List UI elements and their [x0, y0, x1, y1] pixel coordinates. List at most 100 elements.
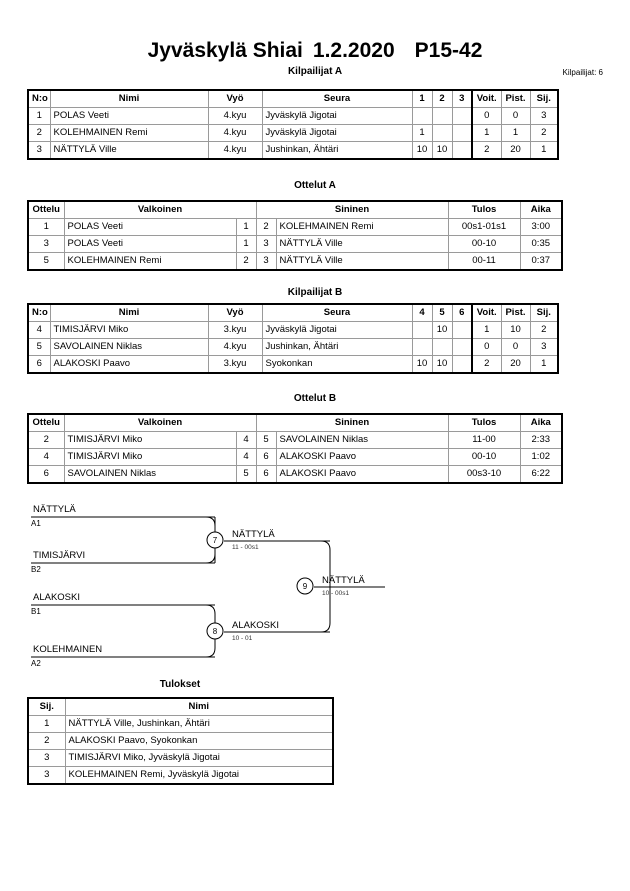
cell-blue-no: 6: [255, 465, 277, 484]
col-match: Ottelu: [27, 413, 65, 432]
col-rank: Sij.: [529, 303, 559, 322]
bracket-entrant-seed: A1: [31, 519, 41, 528]
cell-time: 0:37: [519, 252, 563, 271]
col-time: Aika: [519, 200, 563, 219]
pool-b-body: 4 TIMISJÄRVI Miko 3.kyu Jyväskylä Jigota…: [27, 321, 559, 374]
cell-score-3: [451, 141, 473, 160]
cell-score-3: [451, 107, 473, 125]
table-row: 6 SAVOLAINEN Niklas 5 6 ALAKOSKI Paavo 0…: [27, 465, 563, 484]
table-row: 5 KOLEHMAINEN Remi 2 3 NÄTTYLÄ Ville 00-…: [27, 252, 563, 271]
section-title-matches-a: Ottelut A: [294, 180, 336, 191]
col-no: N:o: [27, 303, 51, 322]
cell-name: KOLEHMAINEN Remi, Jyväskylä Jigotai: [64, 766, 334, 785]
cell-rank: 1: [529, 141, 559, 160]
cell-no: 4: [27, 321, 51, 339]
cell-score-5: 10: [431, 321, 453, 339]
cell-score-2: [431, 107, 453, 125]
col-white: Valkoinen: [63, 413, 257, 432]
table-row: 4 TIMISJÄRVI Miko 3.kyu Jyväskylä Jigota…: [27, 321, 559, 339]
cell-no: 5: [27, 338, 51, 356]
cell-time: 2:33: [519, 431, 563, 449]
col-rank: Sij.: [27, 697, 66, 716]
bracket-entrant-name: ALAKOSKI: [33, 592, 80, 603]
cell-score-3: [451, 124, 473, 142]
table-row: 3 TIMISJÄRVI Miko, Jyväskylä Jigotai: [27, 749, 334, 767]
cell-rank: 3: [27, 749, 66, 767]
table-row: 6 ALAKOSKI Paavo 3.kyu Syokonkan 10 10 2…: [27, 355, 559, 374]
cell-name: TIMISJÄRVI Miko, Jyväskylä Jigotai: [64, 749, 334, 767]
bracket-node-number: 9: [303, 582, 308, 591]
cell-points: 0: [500, 338, 531, 356]
cell-points: 20: [500, 355, 531, 374]
col-opp-4: 4: [411, 303, 433, 322]
cell-time: 0:35: [519, 235, 563, 253]
col-match: Ottelu: [27, 200, 65, 219]
entrant-count: Kilpailijat: 6: [562, 68, 603, 77]
table-row: 4 TIMISJÄRVI Miko 4 6 ALAKOSKI Paavo 00-…: [27, 448, 563, 466]
cell-time: 6:22: [519, 465, 563, 484]
cell-rank: 2: [529, 124, 559, 142]
col-points: Pist.: [500, 303, 531, 322]
col-white: Valkoinen: [63, 200, 257, 219]
col-club: Seura: [261, 89, 413, 108]
cell-wins: 0: [471, 107, 502, 125]
cell-white-no: 5: [235, 465, 257, 484]
event-date: 1.2.2020: [312, 39, 395, 62]
col-no: N:o: [27, 89, 51, 108]
bracket-node-circle: [206, 622, 224, 640]
col-opp-3: 3: [451, 89, 473, 108]
bracket-champion-name: NÄTTYLÄ: [322, 575, 365, 586]
col-points: Pist.: [500, 89, 531, 108]
cell-club: Jushinkan, Ähtäri: [261, 141, 413, 160]
pool-a-table: N:o Nimi Vyö Seura 1 2 3 Voit. Pist. Sij…: [27, 89, 559, 160]
cell-points: 20: [500, 141, 531, 160]
cell-no: 1: [27, 107, 51, 125]
cell-belt: 3.kyu: [207, 321, 263, 339]
bracket-entrant-seed: B1: [31, 607, 41, 616]
table-row: 2 TIMISJÄRVI Miko 4 5 SAVOLAINEN Niklas …: [27, 431, 563, 449]
cell-rank: 3: [529, 338, 559, 356]
cell-name: TIMISJÄRVI Miko: [49, 321, 209, 339]
section-title-results: Tulokset: [159, 679, 201, 690]
bracket-node-score: 11 - 00s1: [232, 544, 259, 551]
bracket-node-winner: NÄTTYLÄ: [232, 529, 275, 540]
cell-club: Jushinkan, Ähtäri: [261, 338, 413, 356]
cell-result: 00-10: [447, 448, 521, 466]
cell-match-no: 5: [27, 252, 65, 271]
cell-white-name: TIMISJÄRVI Miko: [63, 448, 237, 466]
col-rank: Sij.: [529, 89, 559, 108]
cell-rank: 2: [27, 732, 66, 750]
cell-belt: 3.kyu: [207, 355, 263, 374]
section-title-pool-a: Kilpailijat A: [287, 66, 343, 77]
cell-name: NÄTTYLÄ Ville: [49, 141, 209, 160]
cell-points: 0: [500, 107, 531, 125]
bracket-entrant-seed: A2: [31, 659, 41, 668]
matches-b-table: Ottelu Valkoinen Sininen Tulos Aika 2 TI…: [27, 413, 564, 484]
cell-rank: 3: [27, 766, 66, 785]
cell-name: POLAS Veeti: [49, 107, 209, 125]
cell-rank: 3: [529, 107, 559, 125]
bracket-node-score: 10 - 01: [232, 635, 253, 642]
cell-blue-no: 6: [255, 448, 277, 466]
pool-b-table: N:o Nimi Vyö Seura 4 5 6 Voit. Pist. Sij…: [27, 303, 559, 374]
cell-blue-name: NÄTTYLÄ Ville: [275, 235, 449, 253]
table-row: 3 POLAS Veeti 1 3 NÄTTYLÄ Ville 00-10 0:…: [27, 235, 563, 253]
cell-score-4: [411, 338, 433, 356]
col-result: Tulos: [447, 413, 521, 432]
cell-rank: 2: [529, 321, 559, 339]
cell-name: NÄTTYLÄ Ville, Jushinkan, Ähtäri: [64, 715, 334, 733]
bracket-node-circle: [206, 531, 224, 549]
bracket-node-score: 10 - 00s1: [322, 590, 349, 597]
cell-blue-name: ALAKOSKI Paavo: [275, 465, 449, 484]
cell-white-no: 4: [235, 431, 257, 449]
col-belt: Vyö: [207, 89, 263, 108]
section-title-matches-b: Ottelut B: [293, 393, 337, 404]
cell-blue-no: 3: [255, 235, 277, 253]
cell-score-6: [451, 321, 473, 339]
cell-white-no: 2: [235, 252, 257, 271]
cell-match-no: 4: [27, 448, 65, 466]
matches-a-table: Ottelu Valkoinen Sininen Tulos Aika 1 PO…: [27, 200, 564, 271]
cell-score-4: 10: [411, 355, 433, 374]
results-body: 1 NÄTTYLÄ Ville, Jushinkan, Ähtäri 2 ALA…: [27, 715, 334, 785]
cell-wins: 2: [471, 141, 502, 160]
